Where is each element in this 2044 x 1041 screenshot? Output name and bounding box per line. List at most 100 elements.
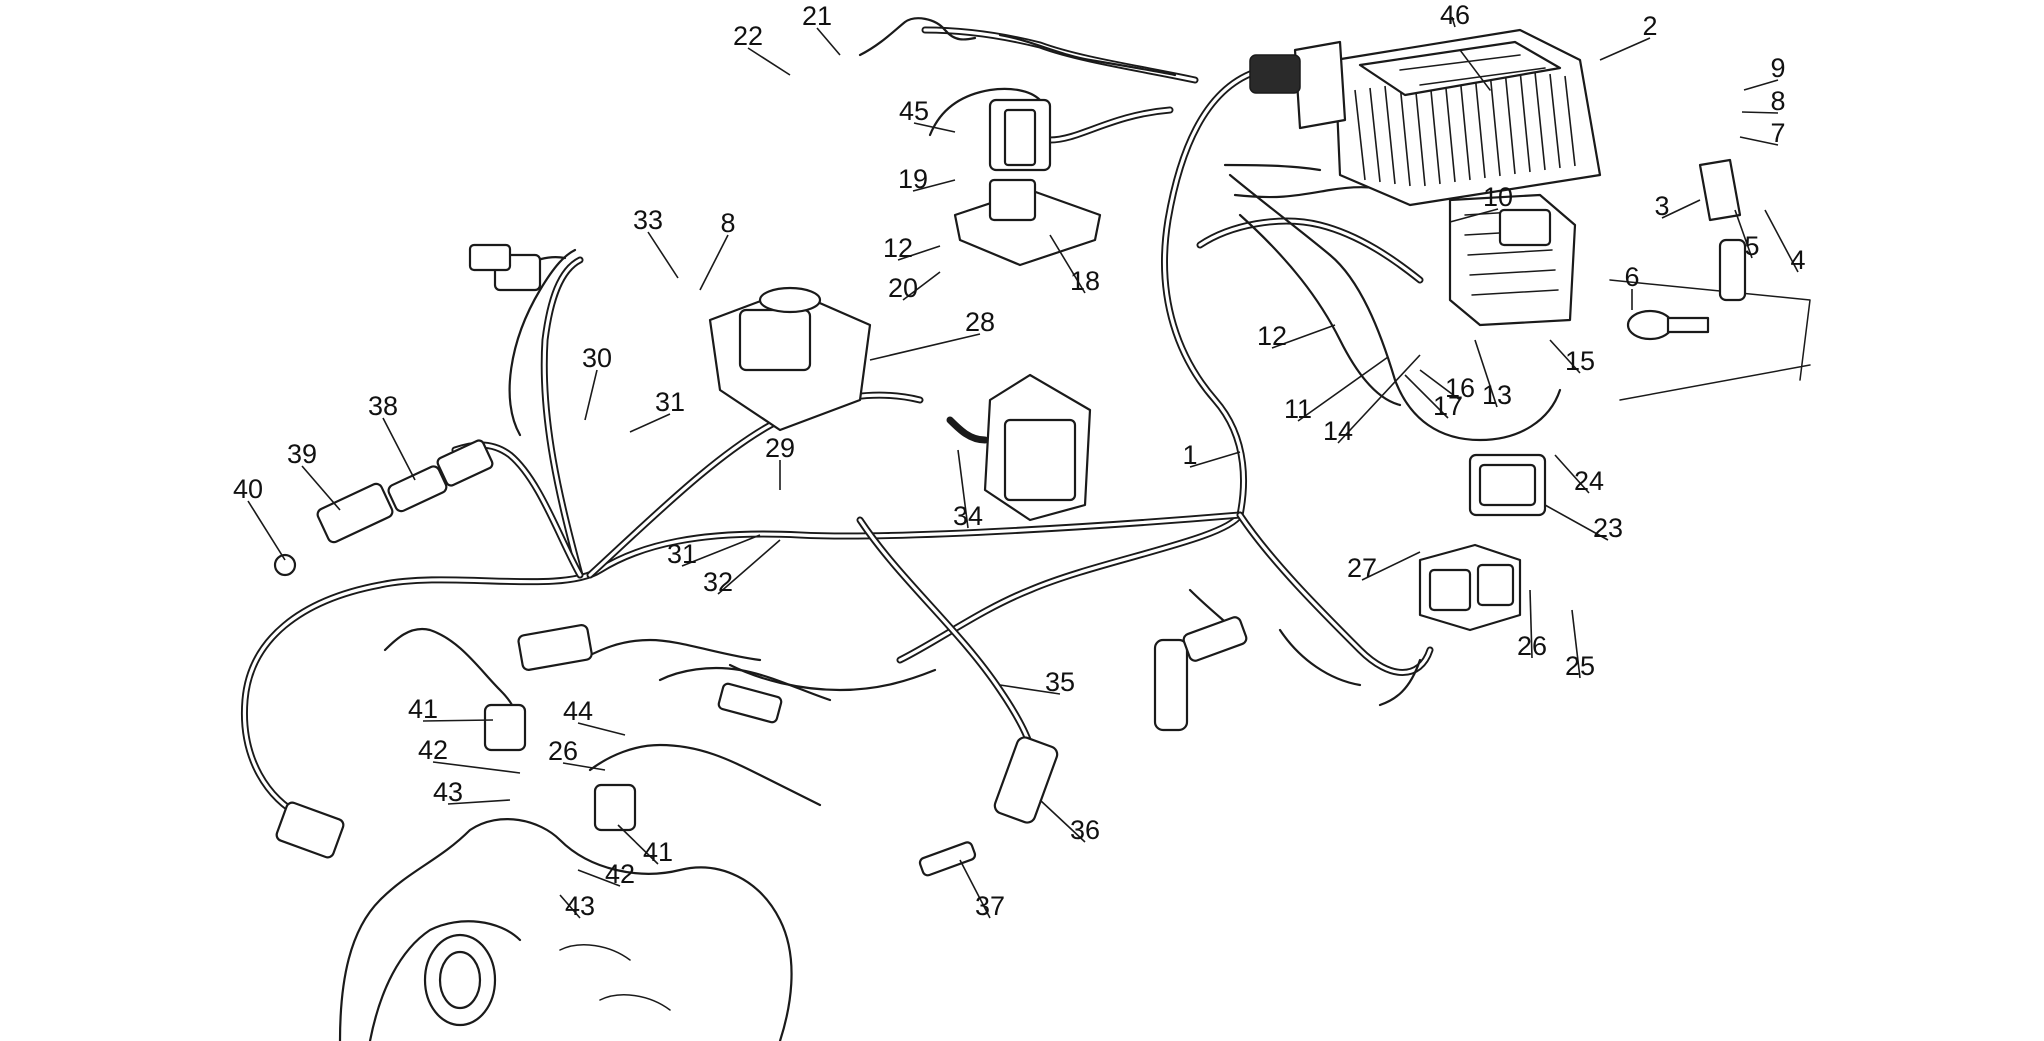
callout-leader-20 (902, 271, 941, 301)
callout-leader-14 (1337, 354, 1421, 444)
callout-number-42: 42 (418, 735, 448, 765)
callout-number-37: 37 (975, 891, 1005, 921)
callout-leader-35 (999, 684, 1061, 695)
harness-connectors (275, 243, 783, 859)
callout-leader-41 (617, 824, 659, 865)
sensor-41 (483, 703, 637, 832)
callout-leader-22 (747, 47, 791, 76)
callout-number-24: 24 (1574, 466, 1604, 496)
callout-leader-31 (681, 534, 761, 567)
callout-number-23: 23 (1593, 513, 1623, 543)
callout-leader-3 (1661, 199, 1701, 219)
callout-number-43: 43 (565, 891, 595, 921)
callout-number-28: 28 (965, 307, 995, 337)
callout-number-26: 26 (1517, 631, 1547, 661)
callout-number-14: 14 (1323, 416, 1353, 446)
callout-number-39: 39 (287, 439, 317, 469)
callout-number-31: 31 (667, 539, 697, 569)
callout-number-7: 7 (1770, 118, 1785, 148)
relay-holder-27 (1418, 543, 1522, 632)
callout-leader-40 (247, 500, 286, 561)
callout-leader-15 (1549, 339, 1581, 374)
callout-number-25: 25 (1565, 651, 1595, 681)
callout-number-12: 12 (883, 233, 913, 263)
callout-leader-38 (382, 417, 416, 481)
callout-number-4: 4 (1790, 245, 1805, 275)
callout-number-31: 31 (655, 387, 685, 417)
callout-number-21: 21 (802, 1, 832, 31)
callout-number-43: 43 (433, 777, 463, 807)
callout-leader-46 (1451, 16, 1456, 28)
callout-number-20: 20 (888, 273, 918, 303)
callout-number-27: 27 (1347, 553, 1377, 583)
callout-labels: 1234567889101112121314151617181920212223… (233, 0, 1806, 921)
callout-leader-8 (699, 234, 729, 291)
callout-leader-5 (1734, 209, 1753, 259)
bracket-3 (1698, 158, 1747, 302)
callout-number-9: 9 (1770, 53, 1785, 83)
thin-wires (383, 17, 1562, 807)
callout-number-29: 29 (765, 433, 795, 463)
callout-leader-9 (1743, 79, 1779, 91)
callout-leader-25 (1571, 609, 1581, 679)
callout-leader-32 (717, 539, 781, 595)
callout-leader-27 (1361, 551, 1421, 581)
callout-number-33: 33 (633, 205, 663, 235)
callout-number-35: 35 (1045, 667, 1075, 697)
callout-number-12: 12 (1257, 321, 1287, 351)
callout-leader-17 (1404, 374, 1449, 419)
callout-number-15: 15 (1565, 346, 1595, 376)
callout-number-10: 10 (1483, 182, 1513, 212)
callout-number-18: 18 (1070, 266, 1100, 296)
callout-leader-45 (913, 122, 956, 133)
callout-leader-19 (912, 179, 956, 192)
sensor-6 (1609, 279, 1811, 401)
callout-leader-10 (1449, 208, 1499, 223)
callout-number-41: 41 (408, 694, 438, 724)
callout-number-6: 6 (1624, 262, 1639, 292)
callout-leader-12 (897, 245, 941, 261)
spark-plug-connector-38 (273, 439, 494, 577)
callout-number-3: 3 (1654, 191, 1669, 221)
relay-23 (1468, 453, 1547, 517)
spark-plug-37 (918, 736, 1059, 877)
callout-number-11: 11 (1284, 394, 1312, 424)
callout-number-34: 34 (953, 501, 983, 531)
callout-number-22: 22 (733, 21, 763, 51)
callout-leader-28 (869, 333, 981, 361)
callout-leader-31 (629, 413, 671, 433)
ignition-coil-upper (708, 286, 872, 432)
control-relay-unit (1448, 193, 1577, 327)
callout-number-16: 16 (1445, 373, 1475, 403)
engine-crankcase (338, 818, 793, 1041)
injector-center (1153, 616, 1248, 732)
callout-leader-43 (447, 799, 511, 805)
callout-leader-18 (1049, 234, 1086, 294)
callout-leader-2 (1599, 37, 1651, 61)
ecu-control-unit (1249, 28, 1602, 207)
callout-number-30: 30 (582, 343, 612, 373)
callout-leader-36 (1039, 799, 1086, 843)
callout-number-41: 41 (643, 837, 673, 867)
callout-number-36: 36 (1070, 815, 1100, 845)
callout-number-26: 26 (548, 736, 578, 766)
callout-number-17: 17 (1433, 391, 1463, 421)
callout-number-13: 13 (1482, 380, 1512, 410)
callout-leader-21 (816, 27, 841, 56)
callout-number-44: 44 (563, 696, 593, 726)
callout-number-32: 32 (703, 567, 733, 597)
callout-leader-26 (1529, 589, 1533, 659)
callout-number-8: 8 (720, 208, 735, 238)
callout-leader-13 (1474, 339, 1498, 408)
callout-leader-42 (577, 869, 621, 887)
callout-leader-12 (1271, 324, 1336, 349)
top-relay-block (988, 98, 1052, 172)
callout-leader-7 (1739, 136, 1779, 146)
relay-bracket (953, 178, 1102, 267)
callout-leader-43 (559, 894, 581, 919)
callout-leader-24 (1554, 454, 1590, 494)
callout-leader-30 (584, 369, 598, 421)
callout-number-2: 2 (1642, 11, 1657, 41)
callout-number-42: 42 (605, 859, 635, 889)
